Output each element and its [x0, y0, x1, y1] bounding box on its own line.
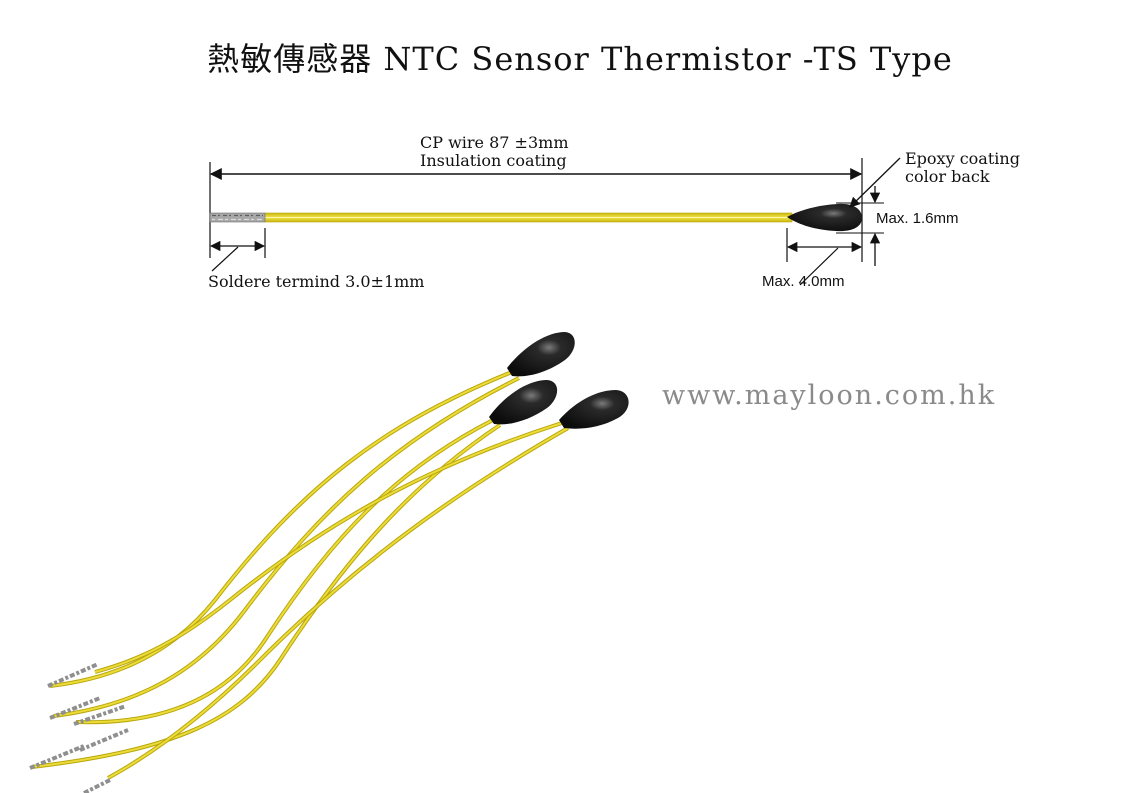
max-diameter-label: Max. 1.6mm: [876, 210, 959, 227]
epoxy-label-line1: Epoxy coating: [905, 149, 1020, 168]
wire-length-label: CP wire 87 ±3mm: [420, 133, 569, 152]
thermistor-a: [47, 332, 575, 720]
technical-drawing: [209, 157, 901, 286]
solder-length-leader: [211, 246, 239, 272]
thermistor-b: [29, 380, 558, 770]
bead-length-leader: [799, 247, 839, 286]
max-length-label: Max. 4.0mm: [762, 273, 845, 290]
solder-terminal-label: Soldere termind 3.0±1mm: [208, 272, 425, 291]
epoxy-bead: [787, 203, 862, 232]
page-title: 熱敏傳感器 NTC Sensor Thermistor -TS Type: [207, 40, 953, 78]
website-watermark: www.mayloon.com.hk: [662, 380, 997, 411]
epoxy-label-line2: color back: [905, 167, 990, 186]
thermistor-c: [79, 390, 629, 793]
insulation-label: Insulation coating: [420, 151, 567, 170]
solder-terminal: [209, 212, 266, 223]
epoxy-leader: [849, 157, 901, 208]
thermistor-photo: [29, 332, 629, 793]
